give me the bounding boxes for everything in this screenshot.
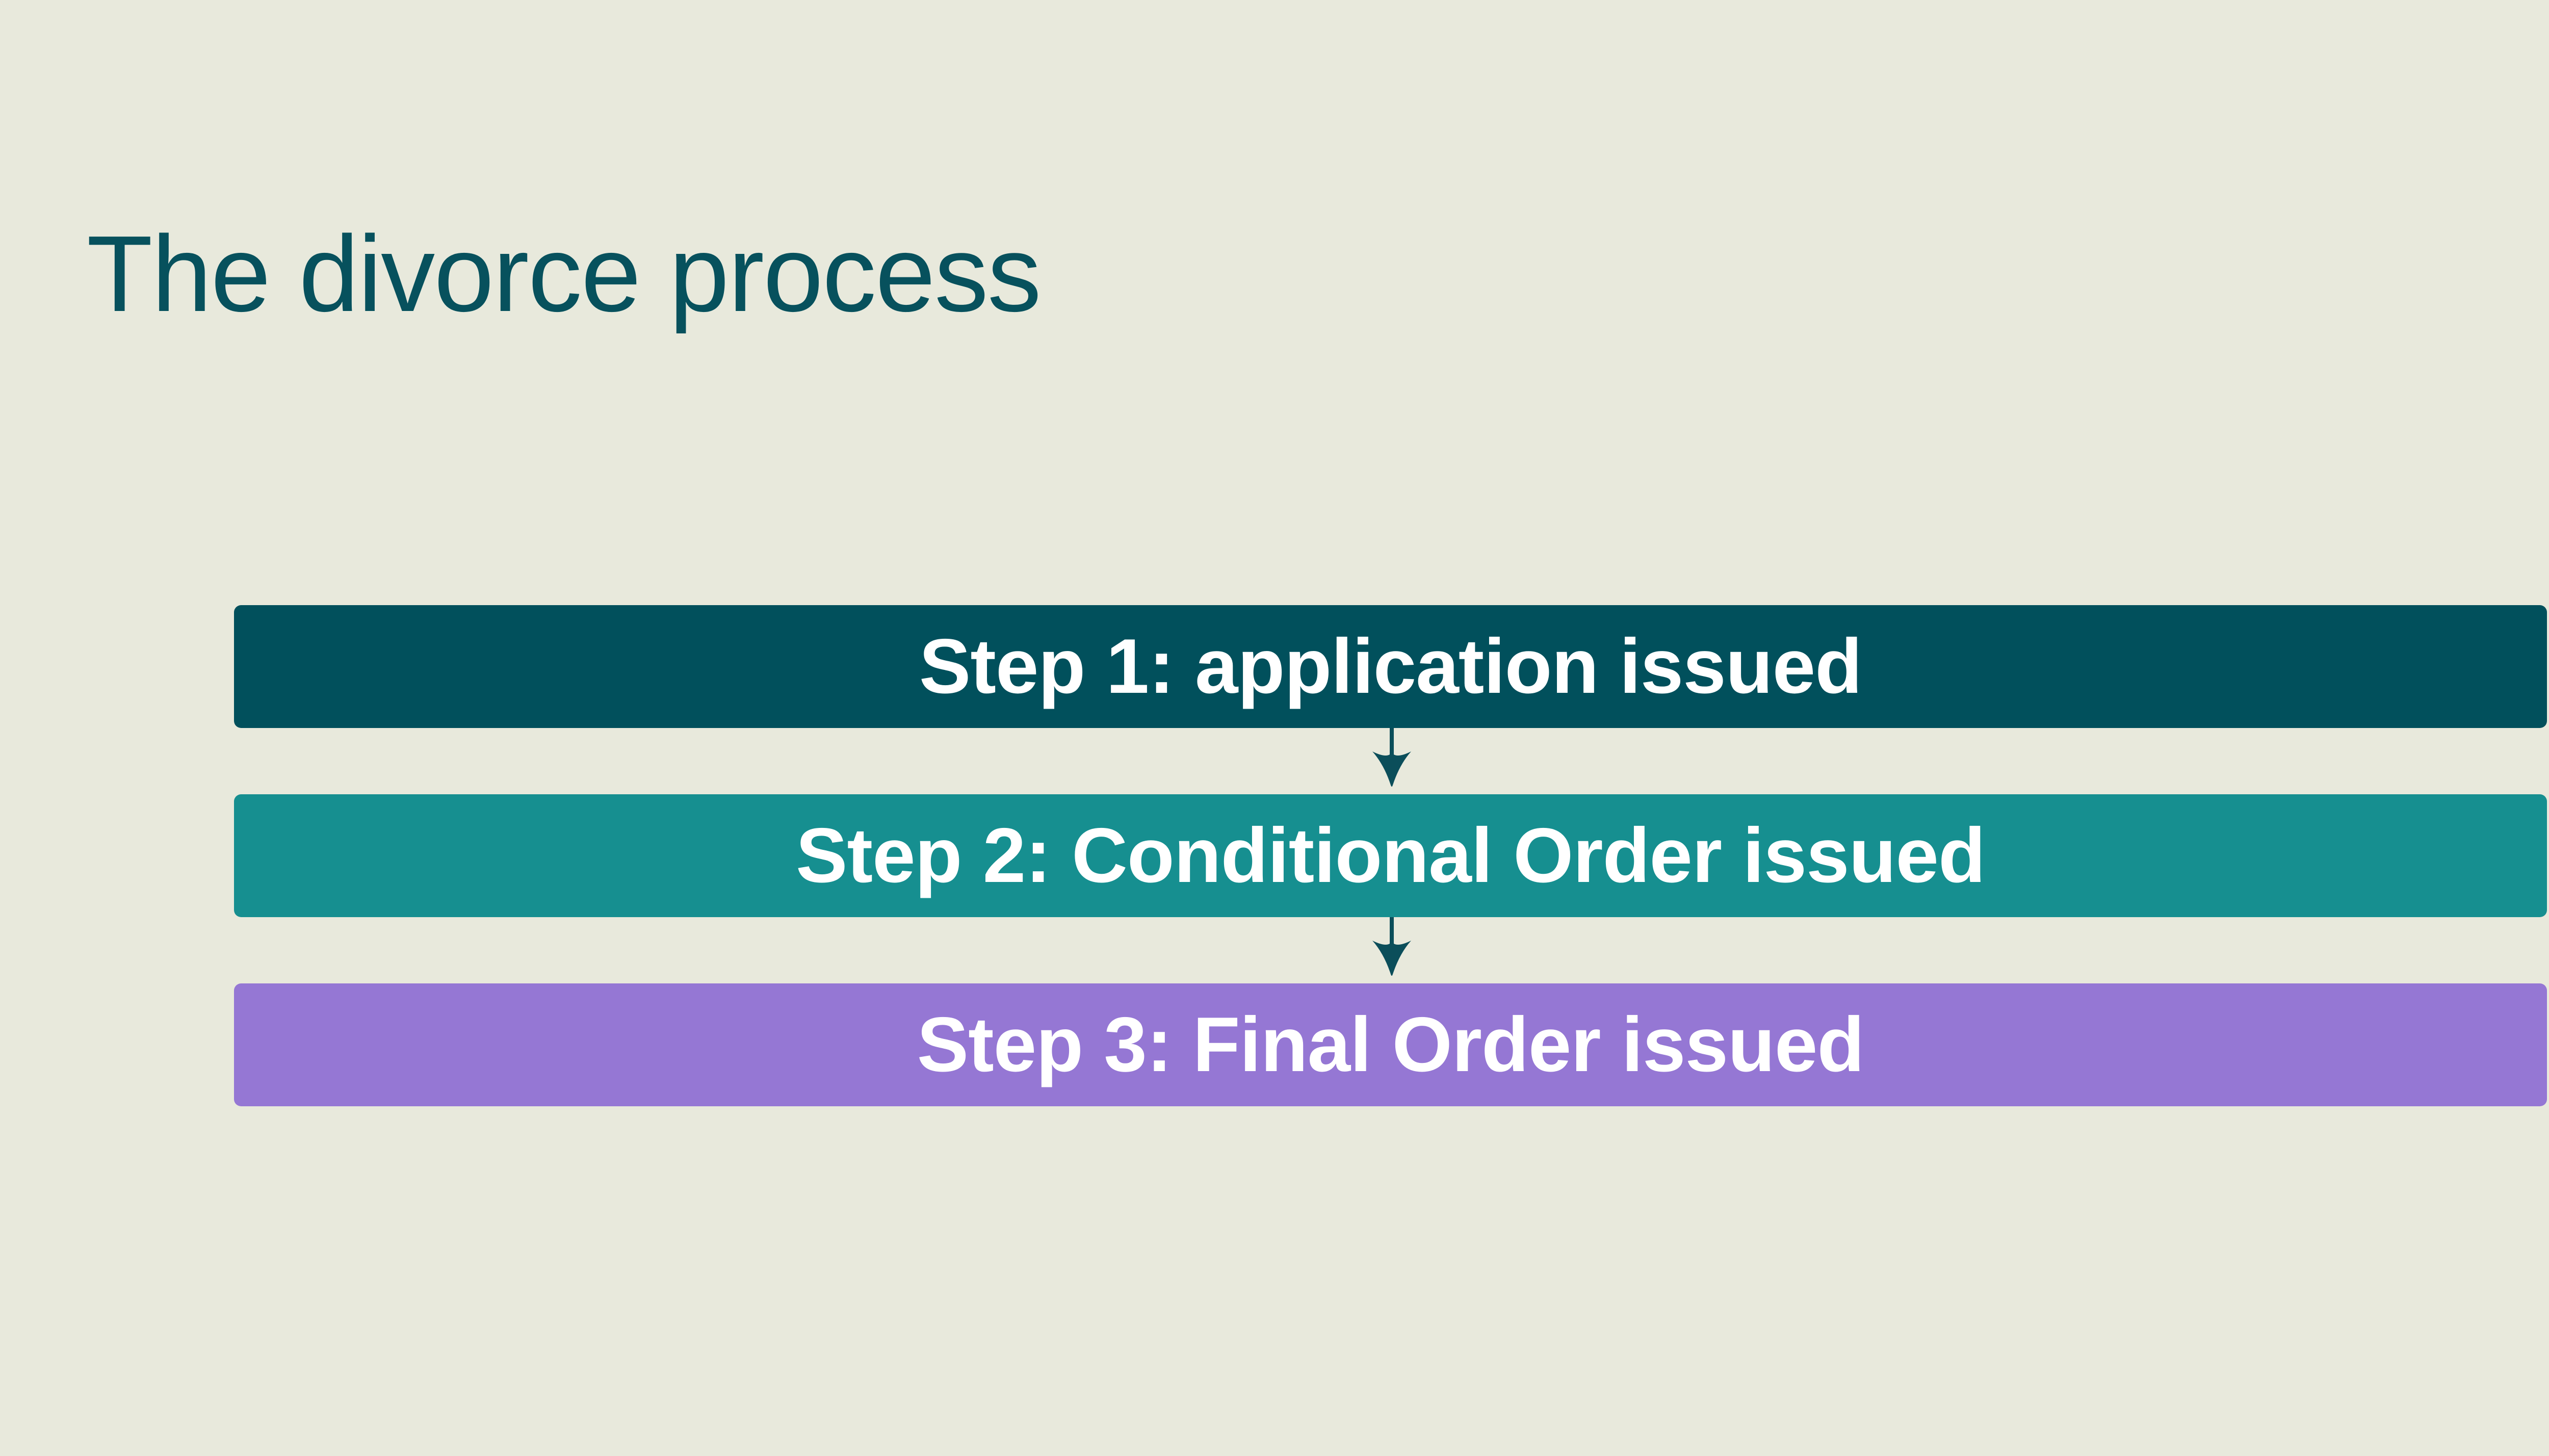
step-2-bar: Step 2: Conditional Order issued bbox=[234, 794, 2547, 917]
step-1-label: Step 1: application issued bbox=[919, 623, 1862, 710]
down-arrow-icon bbox=[1371, 728, 1412, 788]
step-3-label: Step 3: Final Order issued bbox=[917, 1001, 1865, 1088]
step-1-bar: Step 1: application issued bbox=[234, 605, 2547, 728]
page-title: The divorce process bbox=[87, 213, 1042, 334]
step-3-bar: Step 3: Final Order issued bbox=[234, 983, 2547, 1106]
down-arrow-icon bbox=[1371, 917, 1412, 977]
step-2-label: Step 2: Conditional Order issued bbox=[796, 812, 1986, 899]
